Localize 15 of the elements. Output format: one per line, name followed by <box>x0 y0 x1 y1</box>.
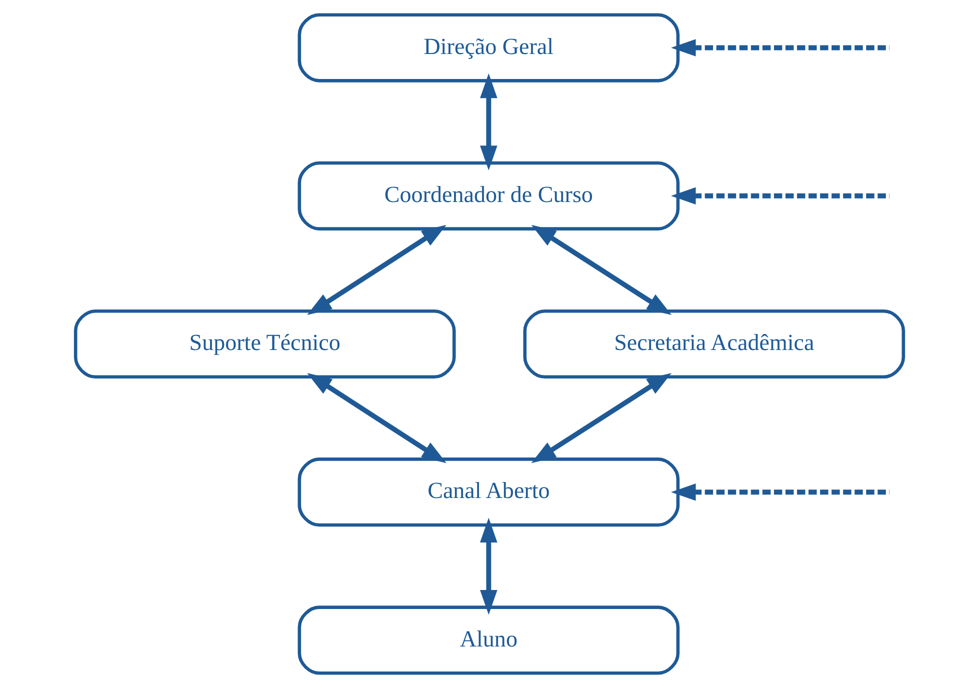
arrow <box>671 483 890 501</box>
arrow <box>480 73 498 170</box>
arrow <box>671 187 890 205</box>
arrow <box>480 518 498 615</box>
arrow <box>531 224 672 316</box>
node-box: Suporte Técnico <box>74 309 456 379</box>
node-box: Direção Geral <box>298 13 680 82</box>
arrow <box>307 224 446 316</box>
node-box: Secretaria Acadêmica <box>523 309 906 379</box>
arrow <box>531 373 672 464</box>
node-box: Aluno <box>298 606 680 675</box>
arrow <box>671 39 890 56</box>
node-box: Canal Aberto <box>298 458 680 527</box>
node-box: Coordenador de Curso <box>298 161 680 230</box>
arrow <box>307 373 446 464</box>
